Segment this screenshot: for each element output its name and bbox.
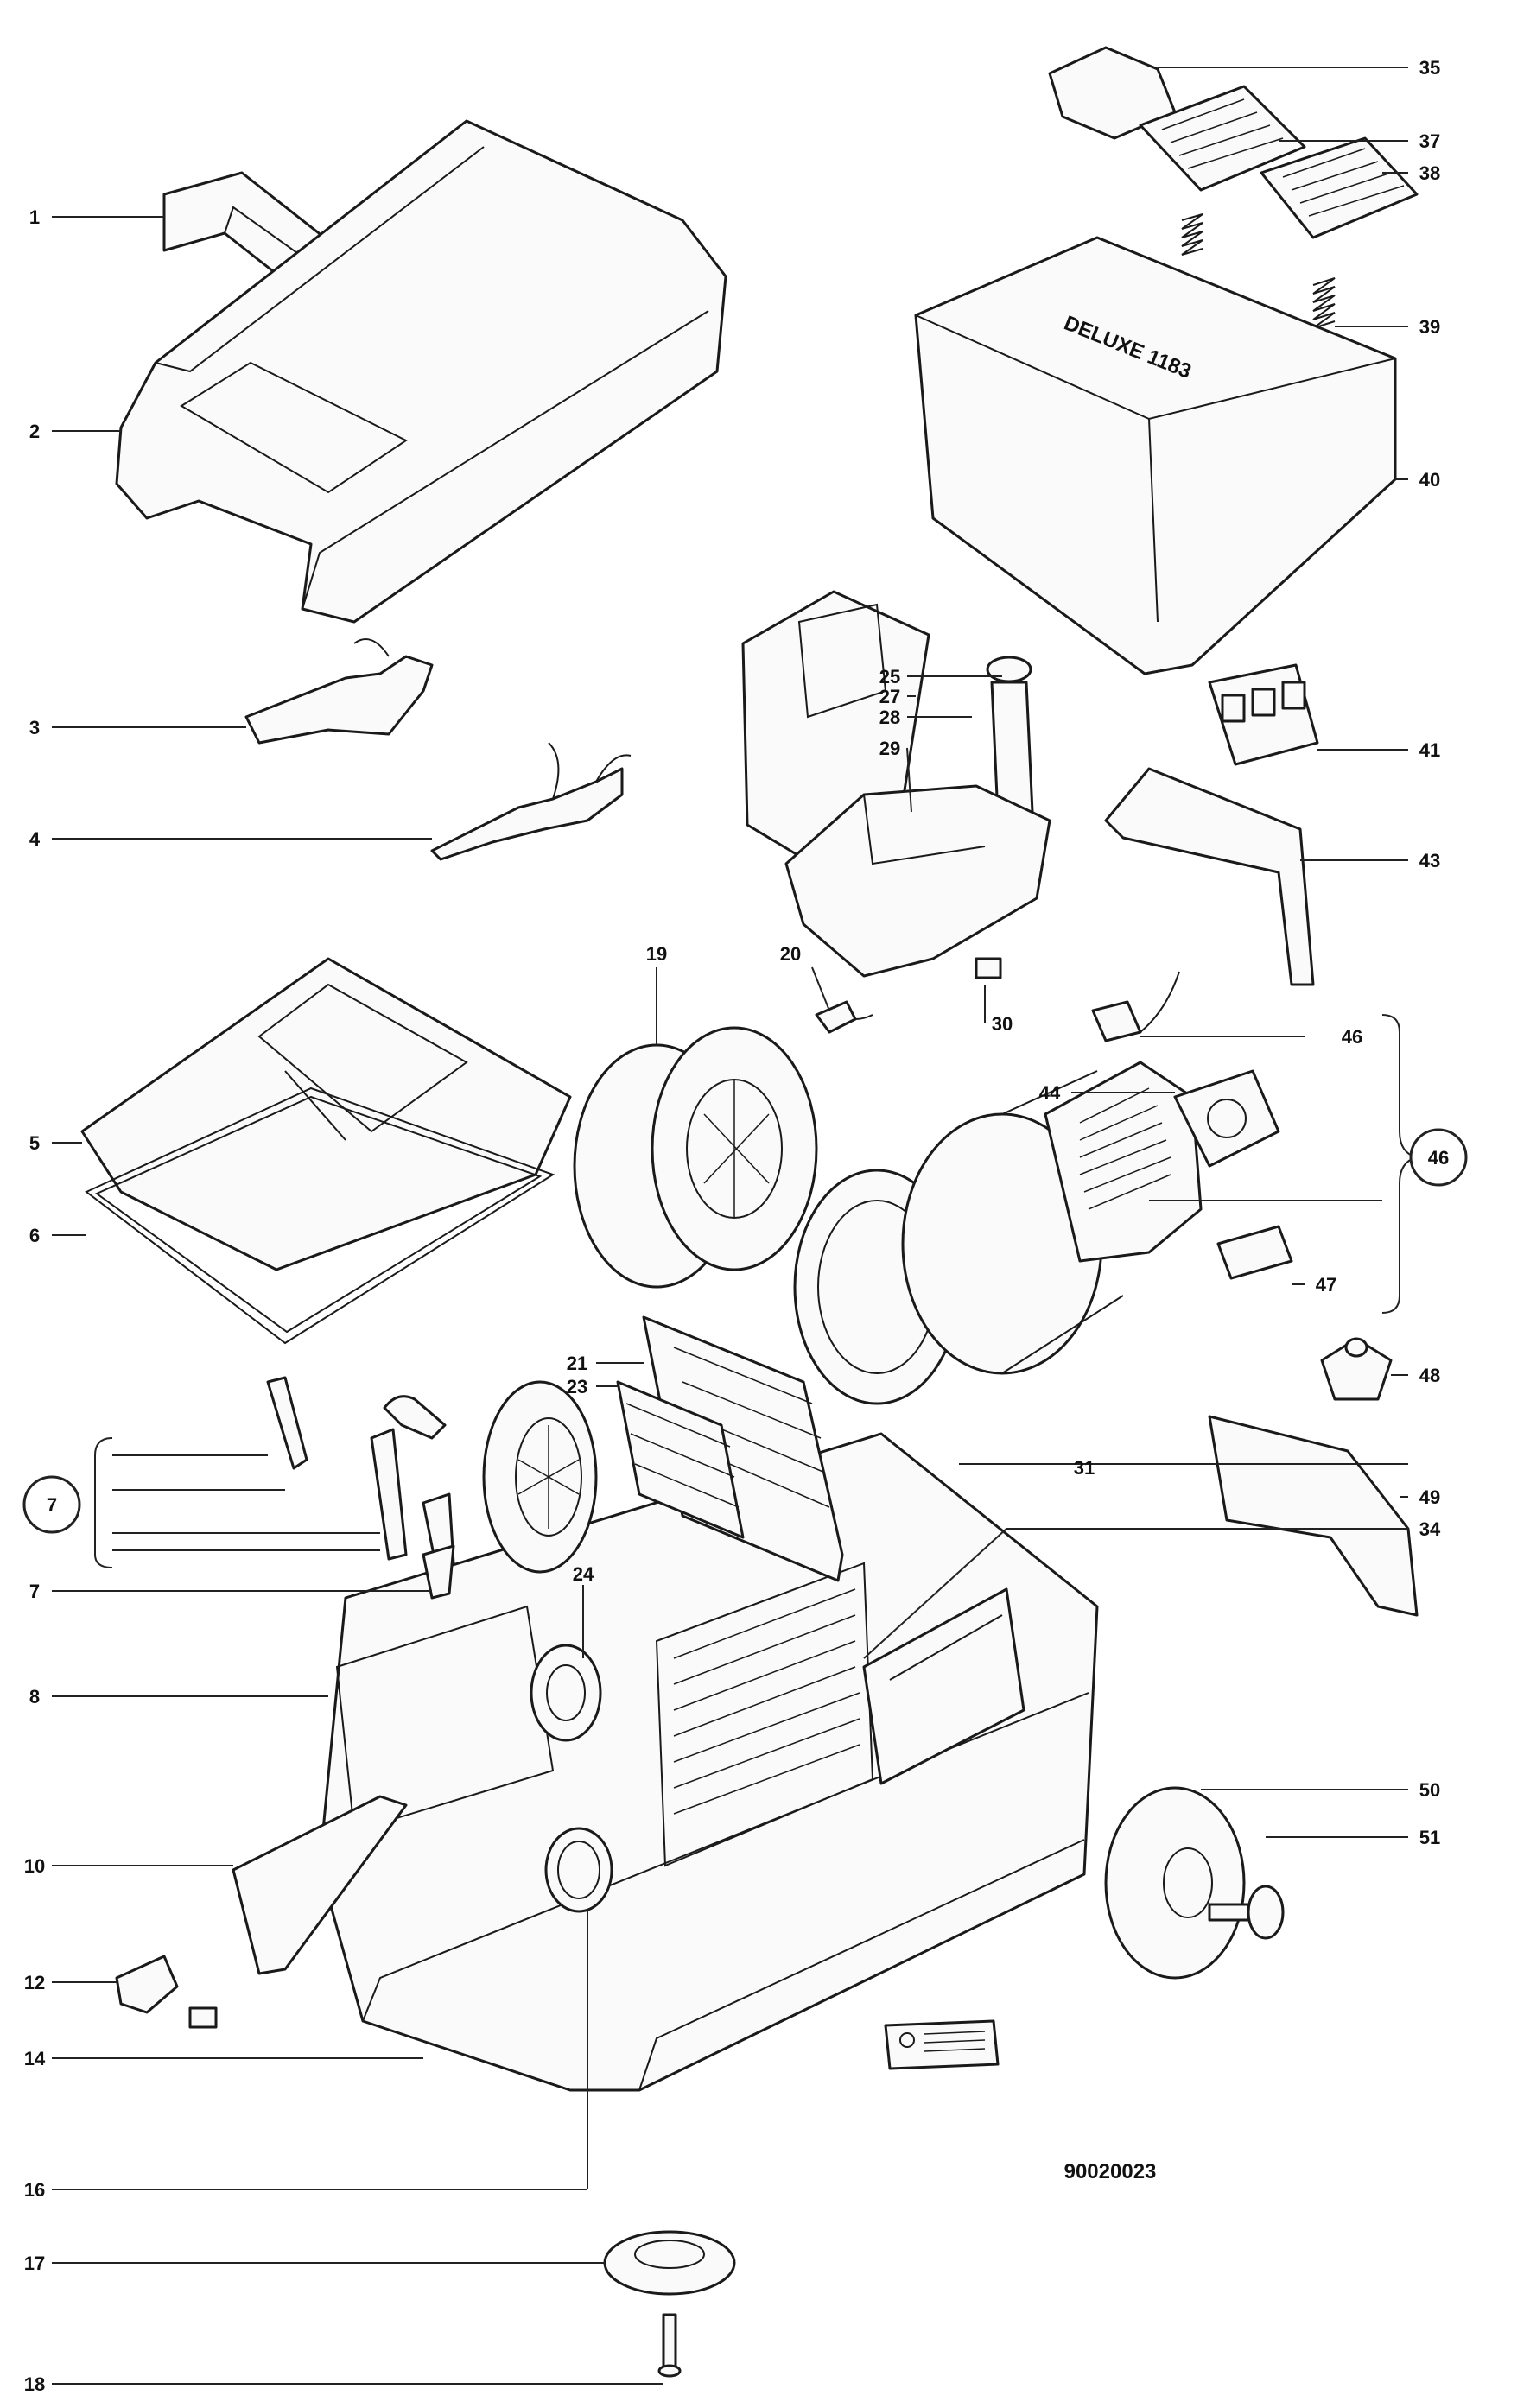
part-27-cable-grommet (986, 656, 1034, 818)
callout-45: 44 (1039, 1082, 1061, 1104)
callout-30: 29 (879, 738, 900, 759)
callout-8: 7 (29, 1581, 40, 1602)
callout-16: 14 (24, 2048, 46, 2069)
part-40-spring (1181, 213, 1336, 329)
callout-7: 7 (47, 1494, 57, 1516)
part-17-seal-ring (544, 1827, 613, 1913)
part-12-side-rail (232, 1795, 408, 1975)
part-24-filter (616, 1380, 745, 1539)
part-10-base (318, 1432, 1099, 2092)
part-30-electronics-base (784, 784, 1051, 978)
callout-12: 10 (24, 1855, 45, 1877)
callout-48: 47 (1316, 1274, 1336, 1296)
callout-37: 35 (1419, 57, 1440, 79)
callout-18: 17 (24, 2253, 45, 2274)
callout-40: 39 (1419, 316, 1440, 338)
callout-6: 6 (29, 1225, 40, 1246)
part-18-castor (603, 2230, 736, 2296)
callout-51: 50 (1419, 1779, 1440, 1801)
callout-17: 16 (24, 2179, 45, 2201)
callout-19: 18 (24, 2373, 45, 2395)
part-4-hook-bracket (430, 742, 632, 861)
part-25-ring (530, 1644, 602, 1742)
callout-50: 49 (1419, 1486, 1440, 1508)
part-48-terminal-block (1216, 1225, 1293, 1280)
callout-28: 27 (879, 686, 900, 707)
callout-41: 40 (1419, 469, 1440, 491)
callout-52: 51 (1419, 1827, 1440, 1848)
callout-46-circle (1409, 1128, 1468, 1187)
part-41-housing-top: DELUXE 1183 (914, 236, 1397, 675)
callout-23: 21 (567, 1353, 587, 1374)
callout-7-circle (22, 1475, 81, 1534)
part-52-wheel-cap (1208, 1885, 1285, 1940)
part-47-connector (1091, 971, 1180, 1042)
callout-10: 8 (29, 1686, 40, 1708)
callout-43: 41 (1419, 739, 1440, 761)
callout-21: 20 (780, 943, 801, 965)
callout-14: 12 (24, 1972, 45, 1993)
callout-34: 31 (1074, 1457, 1095, 1479)
part-38-button-grille (1139, 85, 1306, 192)
part-6-seal-frame (85, 1087, 555, 1345)
wheel-left (482, 1380, 598, 1574)
callout-38: 37 (1419, 130, 1440, 152)
callout-44: 43 (1419, 850, 1440, 871)
part-14-switch (115, 1955, 218, 2029)
part-51-rear-wheel (1104, 1786, 1246, 1980)
callout-27: 25 (879, 666, 900, 688)
part-39-button-grille (1260, 136, 1419, 239)
callout-25: 24 (573, 1563, 594, 1585)
part-9-knob (383, 1395, 447, 1440)
callout-39: 38 (1419, 162, 1440, 184)
part-31-terminal (975, 957, 1002, 979)
rating-plate (884, 2019, 1000, 2070)
callout-46: 46 (1428, 1147, 1449, 1169)
part-8-latch (422, 1544, 455, 1600)
part-44-cover-plate (1104, 767, 1315, 986)
callout-2: 2 (29, 421, 40, 442)
part-5-inner-lid (80, 957, 572, 1271)
callout-29: 28 (879, 707, 900, 728)
callout-20: 19 (646, 943, 667, 965)
drawing-number: 90020023 (1064, 2160, 1157, 2183)
part-20-cable-reel (573, 1026, 818, 1289)
callout-3: 3 (29, 717, 40, 738)
part-45-bracket-plate (1173, 1069, 1280, 1168)
part-50-control-housing (1208, 1415, 1419, 1617)
part-46-motor (1044, 1061, 1203, 1263)
callout-4: 4 (29, 828, 41, 850)
callout-49: 48 (1419, 1365, 1440, 1386)
part-43-switch-block (1208, 663, 1319, 766)
callout-labels: 1 2 3 4 5 6 7 7 8 10 12 14 16 17 18 19 2… (22, 57, 1468, 2395)
callout-5: 5 (29, 1132, 40, 1154)
part-19-screw (657, 2313, 682, 2378)
callout-24: 23 (567, 1376, 587, 1397)
part-35-side-filter (862, 1587, 1025, 1785)
part-34-motor-housing (793, 1070, 1124, 1405)
callout-31: 30 (992, 1013, 1013, 1035)
callout-47: 46 (1342, 1026, 1362, 1048)
leader-lines (52, 67, 1418, 2385)
callout-1: 1 (29, 206, 40, 228)
part-2-top-cover (115, 119, 727, 624)
part-21-plug (815, 1000, 873, 1034)
part-49-relay (1320, 1337, 1393, 1401)
part-3-hook-bracket (244, 638, 434, 745)
part-7-slide-group (266, 1376, 455, 1569)
callout-35: 34 (1419, 1518, 1441, 1540)
